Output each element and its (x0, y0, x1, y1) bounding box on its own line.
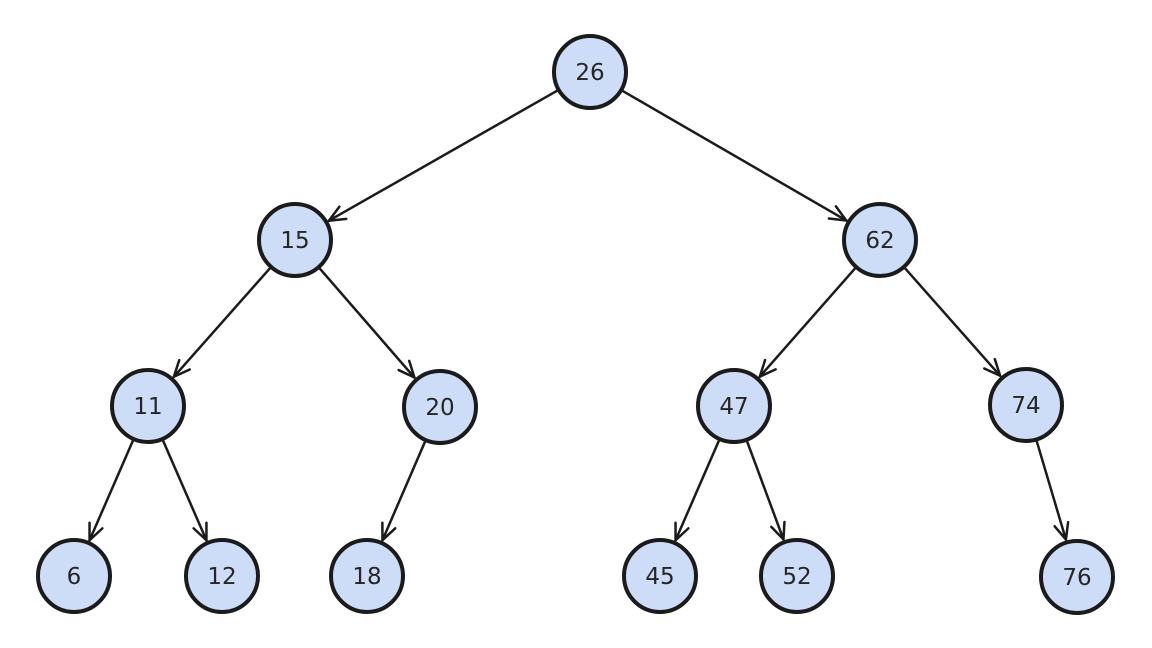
arrowhead-icon (397, 359, 416, 379)
tree-node-circle (257, 202, 333, 278)
arrowhead-icon (674, 521, 690, 542)
tree-node-62: 62 (842, 202, 918, 278)
tree-node-label: 18 (352, 564, 381, 590)
tree-edge-62-74 (903, 267, 1002, 378)
tree-node-circle (110, 368, 186, 444)
tree-node-6: 6 (36, 538, 112, 614)
arrowhead-icon (827, 205, 848, 222)
tree-edge-11-12 (161, 439, 208, 542)
arrowhead-icon (381, 521, 397, 542)
tree-edge-11-6 (88, 439, 135, 542)
tree-edge-20-18 (381, 440, 427, 542)
tree-node-circle (988, 367, 1064, 443)
tree-node-12: 12 (184, 538, 260, 614)
tree-node-label: 26 (575, 60, 604, 86)
tree-node-circle (759, 538, 835, 614)
tree-node-circle (622, 538, 698, 614)
tree-node-circle (552, 34, 628, 110)
arrowhead-icon (327, 205, 348, 222)
tree-edge-47-45 (674, 439, 721, 542)
tree-node-74: 74 (988, 367, 1064, 443)
tree-edge-15-11 (172, 267, 272, 379)
tree-node-circle (1039, 539, 1115, 615)
tree-node-circle (184, 538, 260, 614)
tree-node-label: 45 (645, 564, 674, 590)
tree-node-circle (842, 202, 918, 278)
tree-node-76: 76 (1039, 539, 1115, 615)
tree-edge-74-76 (1035, 440, 1070, 541)
arrowhead-icon (172, 358, 191, 379)
tree-edge-26-15 (327, 89, 559, 222)
tree-node-label: 6 (67, 564, 82, 590)
arrowhead-icon (983, 357, 1002, 378)
tree-node-circle (36, 538, 112, 614)
tree-edge-26-62 (621, 89, 848, 222)
tree-edge-15-20 (318, 267, 416, 379)
tree-node-52: 52 (759, 538, 835, 614)
tree-node-26: 26 (552, 34, 628, 110)
tree-node-15: 15 (257, 202, 333, 278)
arrowhead-icon (88, 521, 104, 542)
tree-node-20: 20 (402, 369, 478, 445)
arrowhead-icon (770, 520, 786, 541)
tree-node-circle (329, 538, 405, 614)
tree-node-label: 20 (425, 395, 454, 421)
tree-node-label: 76 (1062, 565, 1091, 591)
tree-node-label: 62 (865, 228, 894, 254)
tree-node-label: 15 (280, 228, 309, 254)
arrowhead-icon (192, 521, 208, 542)
tree-node-47: 47 (696, 368, 772, 444)
tree-node-circle (402, 369, 478, 445)
tree-node-11: 11 (110, 368, 186, 444)
tree-edges (88, 89, 1070, 542)
tree-node-label: 52 (782, 564, 811, 590)
tree-node-label: 74 (1011, 393, 1040, 419)
arrowhead-icon (1053, 521, 1070, 541)
tree-edge-47-52 (745, 440, 786, 541)
tree-node-label: 11 (133, 394, 162, 420)
tree-node-label: 12 (207, 564, 236, 590)
tree-node-18: 18 (329, 538, 405, 614)
tree-node-circle (696, 368, 772, 444)
tree-node-45: 45 (622, 538, 698, 614)
arrowhead-icon (758, 358, 777, 378)
tree-nodes: 26 15 62 11 20 47 74 6 12 18 45 52 76 (36, 34, 1115, 615)
tree-node-label: 47 (719, 394, 748, 420)
tree-edge-62-47 (758, 267, 857, 378)
